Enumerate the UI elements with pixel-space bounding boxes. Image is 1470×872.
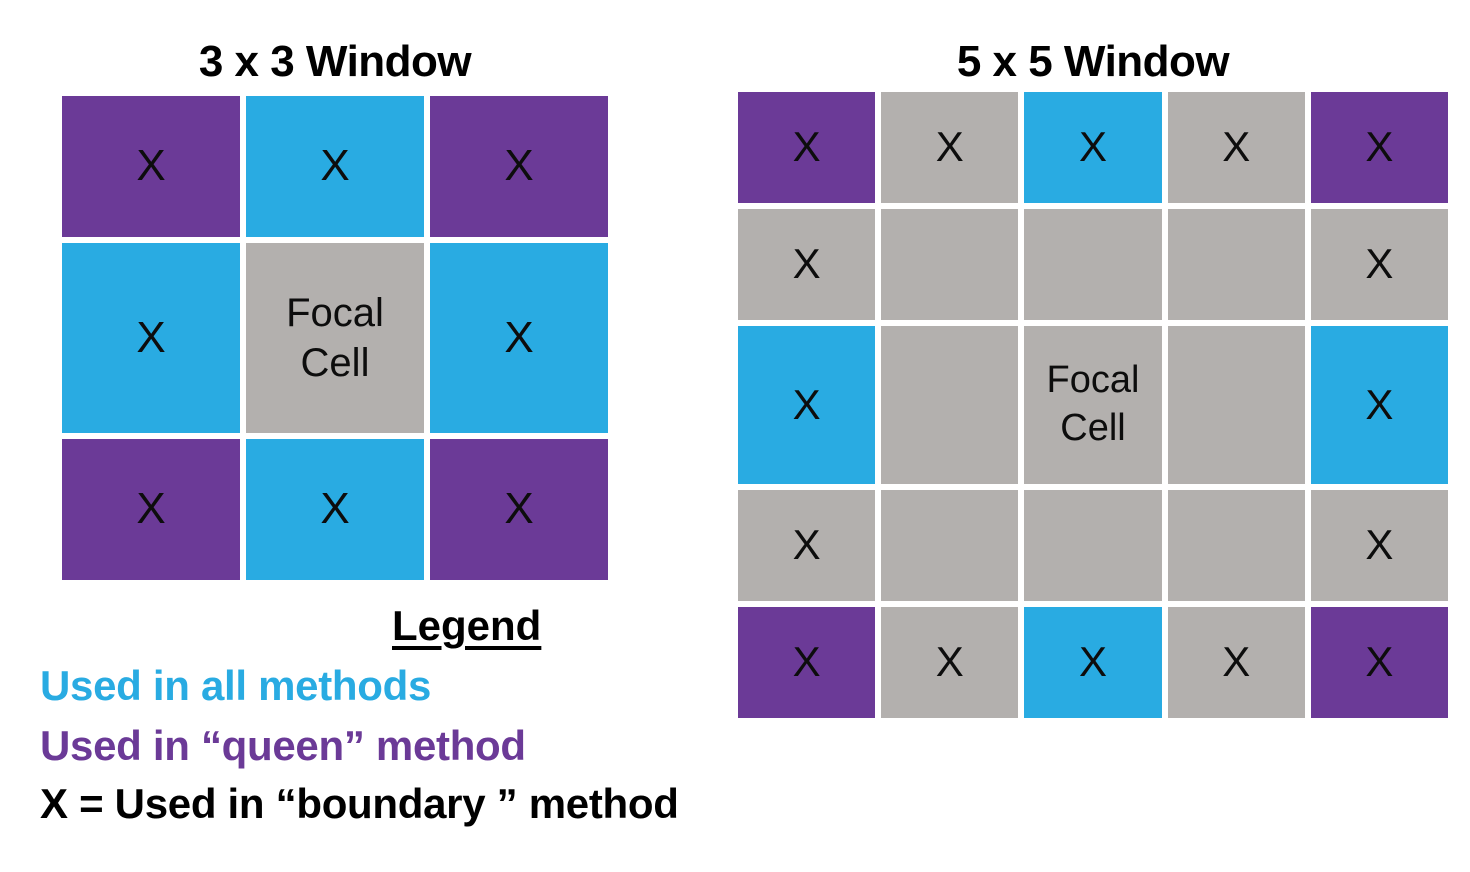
- legend-title: Legend: [392, 602, 542, 649]
- grid-cell: X: [430, 439, 608, 580]
- cell-x-label: X: [320, 484, 350, 534]
- grid-cell: X: [62, 439, 240, 580]
- grid-cell: X: [1310, 489, 1448, 601]
- focal-cell: Focal Cell: [1024, 326, 1162, 484]
- cell-x-label: X: [792, 638, 821, 686]
- focal-cell-label: Focal Cell: [1046, 359, 1140, 449]
- grid-cell: X: [430, 96, 608, 237]
- cell-x-label: X: [504, 484, 534, 534]
- legend-item-all-methods: Used in all methods: [40, 662, 432, 709]
- grid-cell: [1167, 489, 1305, 601]
- grid-cell: X: [881, 92, 1019, 204]
- cell-x-label: X: [1365, 638, 1394, 686]
- grid-cell: X: [738, 326, 876, 484]
- grid-cell: X: [738, 606, 876, 718]
- grid-cell: X: [62, 96, 240, 237]
- cell-x-label: X: [1365, 123, 1394, 171]
- grid-cell: [1167, 326, 1305, 484]
- cell-x-label: X: [504, 141, 534, 191]
- cell-x-label: X: [136, 484, 166, 534]
- grid-cell: X: [62, 242, 240, 434]
- grid-cell: [881, 326, 1019, 484]
- grid-cell: X: [1310, 92, 1448, 204]
- window-3x3-title: 3 x 3 Window: [198, 37, 472, 86]
- grid-cell: [1167, 209, 1305, 321]
- cell-x-label: X: [1222, 638, 1251, 686]
- legend-item-boundary-method: X = Used in “boundary ” method: [40, 780, 679, 827]
- grid-cell: [881, 489, 1019, 601]
- grid-cell: X: [738, 489, 876, 601]
- grid-cell: X: [246, 439, 424, 580]
- focal-cell: Focal Cell: [246, 242, 424, 434]
- focal-cell-label: Focal Cell: [286, 290, 384, 385]
- cell-x-label: X: [136, 141, 166, 191]
- grid-cell: X: [1024, 92, 1162, 204]
- grid-cell: X: [1024, 606, 1162, 718]
- cell-x-label: X: [935, 123, 964, 171]
- cell-x-label: X: [1365, 240, 1394, 288]
- cell-x-label: X: [792, 123, 821, 171]
- grid-cell: [1024, 209, 1162, 321]
- cell-x-label: X: [792, 380, 821, 428]
- window-5x5-title: 5 x 5 Window: [956, 37, 1230, 86]
- grid-cell: X: [246, 96, 424, 237]
- grid-cell: X: [430, 242, 608, 434]
- legend-item-queen-method: Used in “queen” method: [40, 722, 526, 769]
- cell-x-label: X: [1365, 380, 1394, 428]
- cell-x-label: X: [1078, 638, 1107, 686]
- grid-cell: X: [738, 209, 876, 321]
- cell-x-label: X: [1078, 123, 1107, 171]
- cell-x-label: X: [1365, 521, 1394, 569]
- grid-cell: [881, 209, 1019, 321]
- grid-cell: [1024, 489, 1162, 601]
- cell-x-label: X: [504, 312, 534, 362]
- grid-cell: X: [1167, 606, 1305, 718]
- cell-x-label: X: [792, 240, 821, 288]
- cell-x-label: X: [935, 638, 964, 686]
- grid-cell: X: [1310, 326, 1448, 484]
- grid-cell: X: [1310, 606, 1448, 718]
- grid-cell: X: [1167, 92, 1305, 204]
- cell-x-label: X: [1222, 123, 1251, 171]
- cell-x-label: X: [320, 141, 350, 191]
- grid-cell: X: [881, 606, 1019, 718]
- cell-x-label: X: [792, 521, 821, 569]
- cell-x-label: X: [136, 312, 166, 362]
- grid-cell: X: [1310, 209, 1448, 321]
- grid-cell: X: [738, 92, 876, 204]
